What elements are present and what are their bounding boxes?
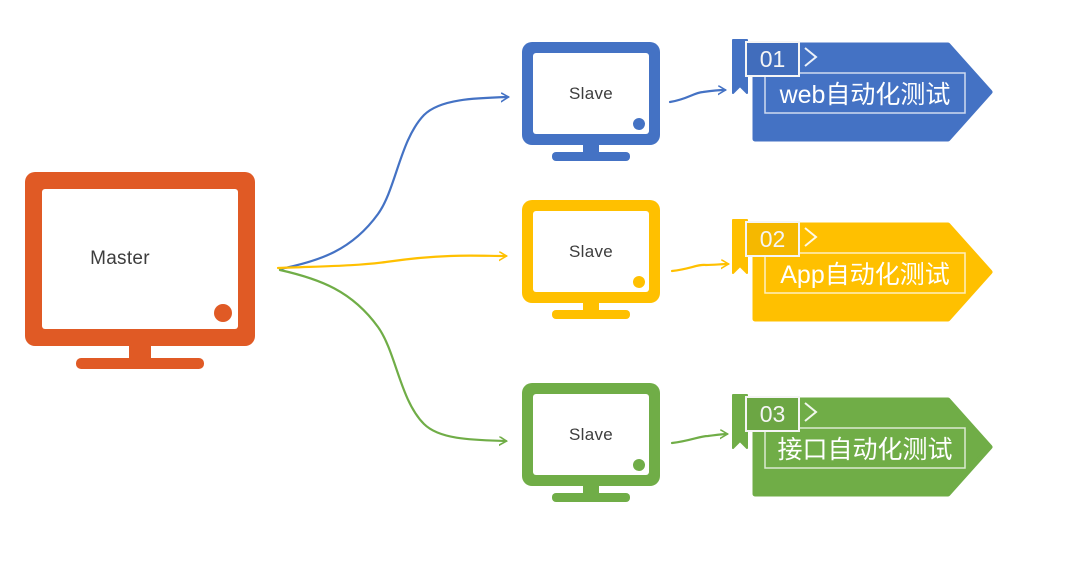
arrow-banner-shape <box>752 397 993 497</box>
ribbon-tab-icon <box>732 219 748 274</box>
slave2-label: Slave <box>568 241 614 261</box>
step-number-badge: 02 <box>745 221 800 257</box>
banner-label: App自动化测试 <box>780 261 950 289</box>
banner-web-automation: 01 web自动化测试 <box>725 35 995 149</box>
banner-shape-layer <box>732 394 993 497</box>
banner-label: web自动化测试 <box>779 81 951 109</box>
slave2-monitor: Slave <box>522 200 660 319</box>
power-dot-icon <box>633 459 645 471</box>
master-monitor-frame: Master <box>25 172 255 346</box>
banner-label: 接口自动化测试 <box>777 436 953 464</box>
power-dot-icon <box>633 276 645 288</box>
monitor-stand-base <box>552 493 630 502</box>
monitor-stand-neck <box>129 346 151 360</box>
slave3-monitor-screen: Slave <box>533 394 649 475</box>
step-number-badge: 01 <box>745 41 800 77</box>
arrow-master-to-slave2 <box>276 256 506 270</box>
master-monitor: Master <box>25 172 255 369</box>
slave3-monitor-frame: Slave <box>522 383 660 486</box>
slave1-monitor: Slave <box>522 42 660 161</box>
monitor-stand-neck <box>583 486 599 495</box>
banner-app-automation: 02 App自动化测试 <box>725 215 995 329</box>
monitor-stand-base <box>552 152 630 161</box>
chevron-right-icon <box>804 47 818 67</box>
power-dot-icon <box>633 118 645 130</box>
label-outline-box <box>764 252 966 294</box>
banner-shape-layer <box>732 219 993 322</box>
arrow-slave1-to-banner1 <box>668 90 725 104</box>
chevron-right-icon <box>804 227 818 247</box>
slave3-label: Slave <box>568 424 614 444</box>
arrow-master-to-slave3 <box>278 268 506 441</box>
slave1-label: Slave <box>568 83 614 103</box>
slave2-monitor-frame: Slave <box>522 200 660 303</box>
label-outline-box <box>764 72 966 114</box>
slave1-monitor-frame: Slave <box>522 42 660 145</box>
slave2-monitor-screen: Slave <box>533 211 649 292</box>
ribbon-tab-icon <box>732 394 748 449</box>
master-label: Master <box>90 248 150 269</box>
monitor-stand-base <box>552 310 630 319</box>
arrow-banner-shape <box>752 222 993 322</box>
slave3-monitor: Slave <box>522 383 660 502</box>
slave1-monitor-screen: Slave <box>533 53 649 134</box>
monitor-stand-neck <box>583 145 599 154</box>
step-number-badge: 03 <box>745 396 800 432</box>
arrow-slave3-to-banner3 <box>670 434 727 445</box>
arrow-banner-shape <box>752 42 993 142</box>
arrow-master-to-slave1 <box>278 97 508 271</box>
power-dot-icon <box>214 304 232 322</box>
monitor-stand-base <box>76 358 204 369</box>
arrow-slave2-to-banner2 <box>670 264 728 273</box>
ribbon-tab-icon <box>732 39 748 94</box>
master-monitor-screen: Master <box>42 189 238 329</box>
monitor-stand-neck <box>583 303 599 312</box>
chevron-right-icon <box>804 402 818 422</box>
banner-api-automation: 03 接口自动化测试 <box>725 390 995 504</box>
banner-shape-layer <box>732 39 993 142</box>
label-outline-box <box>764 427 966 469</box>
